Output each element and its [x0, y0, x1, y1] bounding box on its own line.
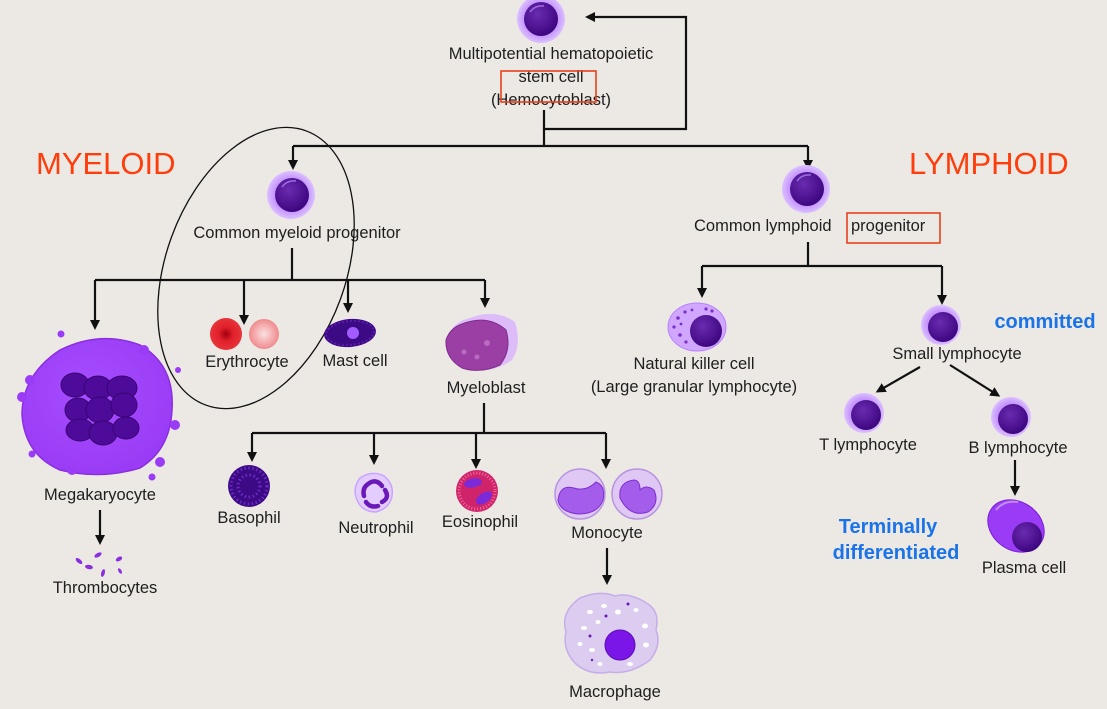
monocyte-icon: [554, 468, 663, 520]
b-lymphocyte-label: B lymphocyte: [968, 439, 1067, 457]
erythrocyte-icon: [210, 318, 279, 350]
terminally-label: Terminally: [839, 516, 938, 538]
nk-cell-label-1: Natural killer cell: [633, 355, 754, 373]
self-renewal-arrow: [542, 12, 688, 131]
megakaryocyte-icon: [17, 330, 181, 481]
macrophage-label: Macrophage: [569, 683, 661, 701]
clp-label-part1: Common lymphoid: [694, 217, 832, 235]
eosinophil-icon: [456, 470, 498, 512]
cmp-label: Common myeloid progenitor: [193, 224, 401, 242]
small-lymphocyte: Small lymphocyte: [892, 305, 1022, 363]
plasma-cell: Plasma cell: [982, 499, 1066, 577]
myeloblast: Myeloblast: [445, 313, 526, 397]
eosinophil: Eosinophil: [442, 470, 518, 531]
b-lymphocyte: B lymphocyte: [968, 397, 1068, 457]
committed-label: committed: [994, 311, 1095, 333]
erythrocyte-label: Erythrocyte: [205, 353, 288, 371]
mast-cell-label: Mast cell: [322, 352, 387, 370]
thrombocytes-icon: [75, 552, 123, 577]
mast-cell-icon: [324, 318, 376, 348]
macrophage-icon: [563, 592, 659, 674]
common-lymphoid-progenitor: Common lymphoid progenitor: [694, 165, 941, 244]
clp-label-part2: progenitor: [851, 217, 926, 235]
highlight-box-stem-cell: [500, 70, 597, 103]
megakaryocyte: Megakaryocyte: [17, 330, 181, 504]
myeloblast-icon: [445, 313, 518, 371]
neutrophil-icon: [354, 472, 394, 513]
nk-cell-label-2: (Large granular lymphocyte): [591, 378, 797, 396]
mast-cell: Mast cell: [322, 318, 388, 370]
plasma-cell-label: Plasma cell: [982, 559, 1066, 577]
circled-group-outline: [157, 126, 355, 410]
t-lymphocyte: T lymphocyte: [819, 393, 917, 454]
erythrocyte: Erythrocyte: [205, 318, 289, 371]
thrombocytes-label: Thrombocytes: [53, 579, 158, 597]
megakaryocyte-label: Megakaryocyte: [44, 486, 156, 504]
thrombocytes: Thrombocytes: [53, 552, 158, 597]
small-lymphocyte-label: Small lymphocyte: [892, 345, 1021, 363]
monocyte: Monocyte: [554, 468, 663, 542]
common-myeloid-progenitor: Common myeloid progenitor: [193, 171, 401, 242]
neutrophil-label: Neutrophil: [338, 519, 413, 537]
stem-cell-label-3: (Hemocytoblast): [491, 91, 611, 109]
stem-cell: Multipotential hematopoietic stem cell (…: [449, 0, 654, 109]
monocyte-label: Monocyte: [571, 524, 643, 542]
neutrophil: Neutrophil: [338, 472, 414, 537]
arrow-to-t-lymphocyte: [875, 366, 921, 393]
connectors: [90, 12, 1020, 585]
stem-cell-label-1: Multipotential hematopoietic: [449, 45, 654, 63]
macrophage: Macrophage: [563, 592, 661, 701]
nk-cell-icon: [667, 302, 727, 352]
myeloid-heading: MYELOID: [36, 146, 176, 181]
differentiated-label: differentiated: [833, 542, 960, 564]
arrow-to-b-lymphocyte: [949, 364, 1001, 397]
t-lymphocyte-label: T lymphocyte: [819, 436, 917, 454]
basophil: Basophil: [217, 465, 281, 527]
myeloblast-label: Myeloblast: [447, 379, 526, 397]
plasma-cell-icon: [987, 499, 1045, 553]
stem-cell-label-2: stem cell: [518, 68, 583, 86]
basophil-icon: [228, 465, 270, 507]
basophil-label: Basophil: [217, 509, 280, 527]
lymphoid-heading: LYMPHOID: [909, 146, 1069, 181]
highlight-box-progenitor: [846, 212, 941, 244]
eosinophil-label: Eosinophil: [442, 513, 518, 531]
nk-cell: Natural killer cell (Large granular lymp…: [591, 302, 797, 396]
